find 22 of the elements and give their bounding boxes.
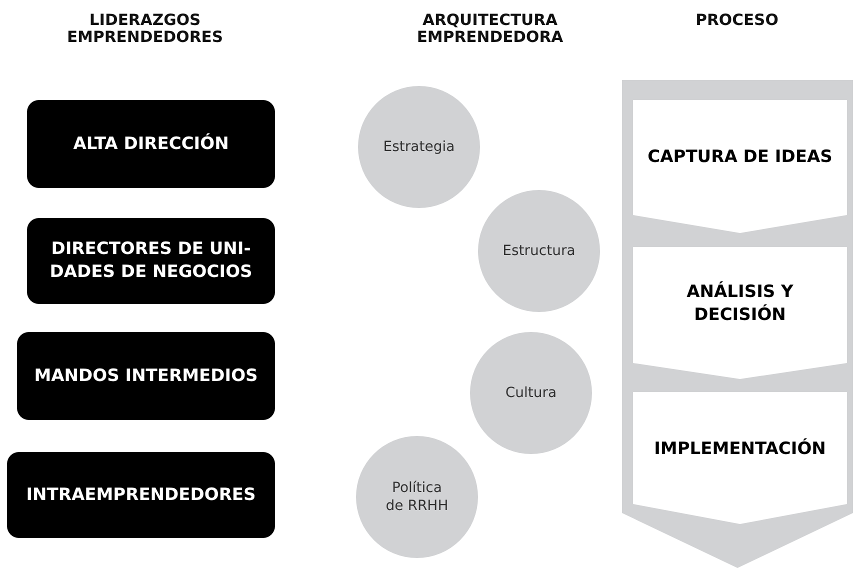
step-title: IMPLEMENTACIÓN — [653, 438, 827, 460]
circle-label: Política de RRHH — [384, 478, 450, 516]
column-heading: ARQUITECTURA EMPRENDEDORA — [416, 12, 564, 46]
step-title: DIRECTORES DE UNI- DADES DE NEGOCIOS — [48, 238, 254, 284]
leader-box — [27, 100, 275, 188]
column-heading: LIDERAZGOS EMPRENDEDORES — [66, 12, 224, 46]
circle-label: Estructura — [502, 242, 576, 260]
step-title: CAPTURA DE IDEAS — [646, 146, 834, 169]
process-band — [622, 80, 853, 568]
column-heading: PROCESO — [694, 12, 780, 30]
circle-label: Estrategia — [382, 138, 456, 156]
leader-box — [27, 218, 275, 304]
step-title: MANDOS INTERMEDIOS — [33, 364, 259, 388]
step-title: ALTA DIRECCIÓN — [72, 132, 230, 156]
step-title: INTRAEMPRENDEDORES — [25, 484, 257, 506]
process-step — [633, 247, 847, 379]
circle-label: Cultura — [504, 384, 558, 402]
leader-box — [7, 452, 275, 538]
process-step — [633, 392, 847, 524]
step-title: ANÁLISIS Y DECISIÓN — [686, 281, 794, 327]
leader-box — [17, 332, 275, 420]
process-step — [633, 100, 847, 233]
